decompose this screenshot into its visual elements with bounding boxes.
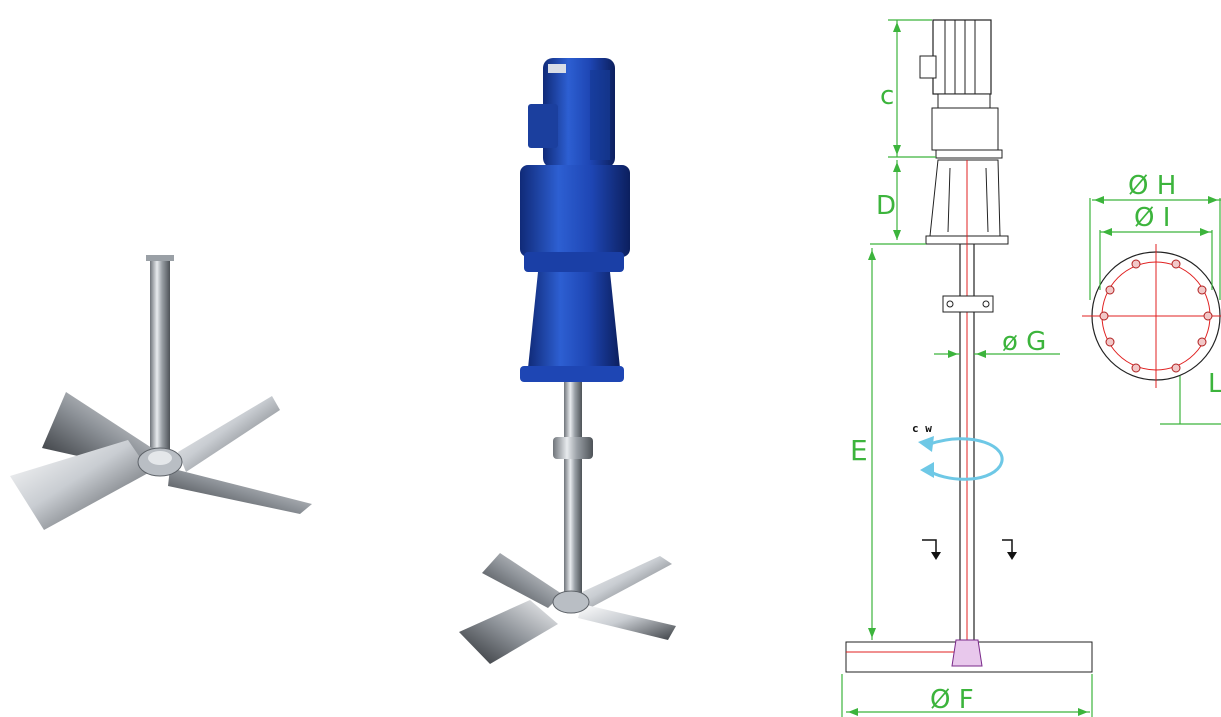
blue-agitator-motor-photo [459, 58, 676, 664]
dim-label-g: ø G [1002, 327, 1046, 357]
drawing-gearbox-plate [935, 149, 1003, 159]
agitator-blade [582, 556, 672, 608]
impeller-hub-cap [148, 451, 172, 465]
rotation-arrowhead [918, 436, 934, 452]
drawing-motor [932, 19, 992, 95]
gearbox [520, 165, 630, 257]
shaft-collar [146, 255, 174, 261]
dim-label-c: c [880, 81, 894, 111]
rotation-label: c w [912, 422, 932, 435]
terminal-box [528, 104, 558, 148]
motor-fins [590, 70, 610, 160]
impeller-shaft [150, 257, 170, 465]
dimension-lines [841, 19, 1221, 717]
drawing-gearbox [937, 93, 991, 109]
dim-label-h: Ø H [1128, 171, 1176, 201]
dim-label-d: D [876, 191, 896, 221]
agitator-hub [552, 590, 590, 614]
stainless-steel-impeller-photo [10, 255, 312, 530]
drawing-coupling [942, 295, 994, 313]
dim-label-f: Ø F [930, 685, 974, 715]
drawing-gearbox [931, 107, 999, 151]
dimension-arrowheads [848, 22, 1218, 716]
section-arrowhead [931, 552, 941, 560]
impeller-blade [178, 396, 280, 472]
dim-label-e: E [850, 434, 868, 467]
agitator-blade [578, 604, 676, 640]
drawing-hub [951, 639, 983, 667]
dim-label-l: L [1208, 369, 1221, 399]
agitator-blade [482, 553, 562, 608]
drawing-lantern-line [947, 167, 951, 233]
section-arrow [922, 539, 937, 554]
agitator-dimension-drawing: c D E Ø F ø G Ø H Ø I L c w [841, 19, 1221, 717]
rotation-arrow [927, 437, 1004, 481]
drawing-coupling-bolt [946, 300, 954, 308]
agitator-blade [459, 600, 558, 664]
impeller-blade [168, 468, 312, 514]
shaft-coupling [553, 437, 593, 459]
section-arrowhead [1007, 552, 1017, 560]
mounting-flange [520, 366, 624, 382]
drawing-terminal-box [919, 55, 937, 79]
drawing-coupling-bolt [982, 300, 990, 308]
impeller-blade [10, 440, 150, 530]
motor-badge [548, 64, 566, 73]
flange-bolt-holes [1099, 259, 1213, 373]
dim-label-i: Ø I [1134, 203, 1170, 233]
rotation-arrowhead [920, 462, 934, 478]
gearbox-flange [524, 252, 624, 272]
drawing-lantern [929, 159, 1001, 237]
agitator-shaft [564, 382, 582, 602]
section-arrow [1002, 539, 1013, 554]
lantern-housing [528, 272, 620, 368]
drawing-lantern-line [985, 167, 989, 233]
